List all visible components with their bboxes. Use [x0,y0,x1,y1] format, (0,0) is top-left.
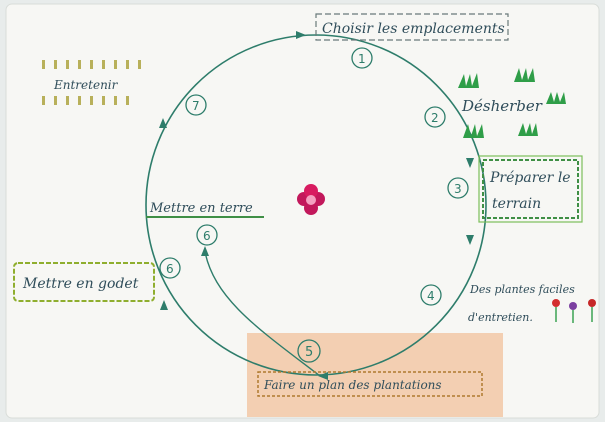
step3-label-line1: Préparer le [489,170,571,186]
step1-label: Choisir les emplacements [322,21,505,37]
step7-number: 7 [192,99,200,113]
step3-label-line2: terrain [492,196,541,212]
small-flowers-icon [552,299,596,323]
paper-sheet [5,3,600,419]
inner-arrow-head-icon [201,246,209,256]
step5-number: 5 [305,345,313,360]
step7-number-circle [185,94,207,116]
step2-number: 2 [431,111,439,125]
step1-number: 1 [358,52,366,66]
arrow-right-lower-icon [466,235,474,245]
step5-number-circle [297,339,321,363]
step6-godet-number-circle [159,257,181,279]
cycle-arrows [159,31,474,380]
step5-label: Faire un plan des plantations [263,378,442,392]
step3-frame-outer [478,155,583,223]
step2-number-circle [424,106,446,128]
step3-frame [482,159,579,219]
step5-frame [257,371,483,397]
step4-label-line1: Des plantes faciles [469,283,575,296]
step4-number: 4 [427,289,435,303]
step6-godet-number: 6 [166,262,174,276]
entretien-rows-icon [42,60,141,105]
arrow-top-icon [296,31,306,39]
arrow-right-icon [466,158,474,168]
step6-terre-label: Mettre en terre [149,201,253,216]
step4-label-line2: d'entretien. [468,311,533,324]
step2-label: Désherber [461,97,543,115]
flower-icon [297,184,325,215]
grass-icon [458,68,566,138]
arrow-left-icon [160,300,168,310]
step3-number: 3 [454,182,462,196]
step1-number-circle [351,47,373,69]
step4-number-circle [420,284,442,306]
step6-godet-frame [13,262,155,302]
step7-label: Entretenir [53,78,119,92]
step6-godet-label: Mettre en godet [22,276,139,292]
inner-arrow-path [204,251,321,377]
arrow-bottom-icon [318,372,328,380]
step3-number-circle [447,177,469,199]
step6-terre-number-circle [196,224,218,246]
step1-frame [315,13,509,41]
step6-terre-number: 6 [203,229,211,243]
arrow-left-upper-icon [159,118,167,128]
step5-panel [247,333,503,417]
